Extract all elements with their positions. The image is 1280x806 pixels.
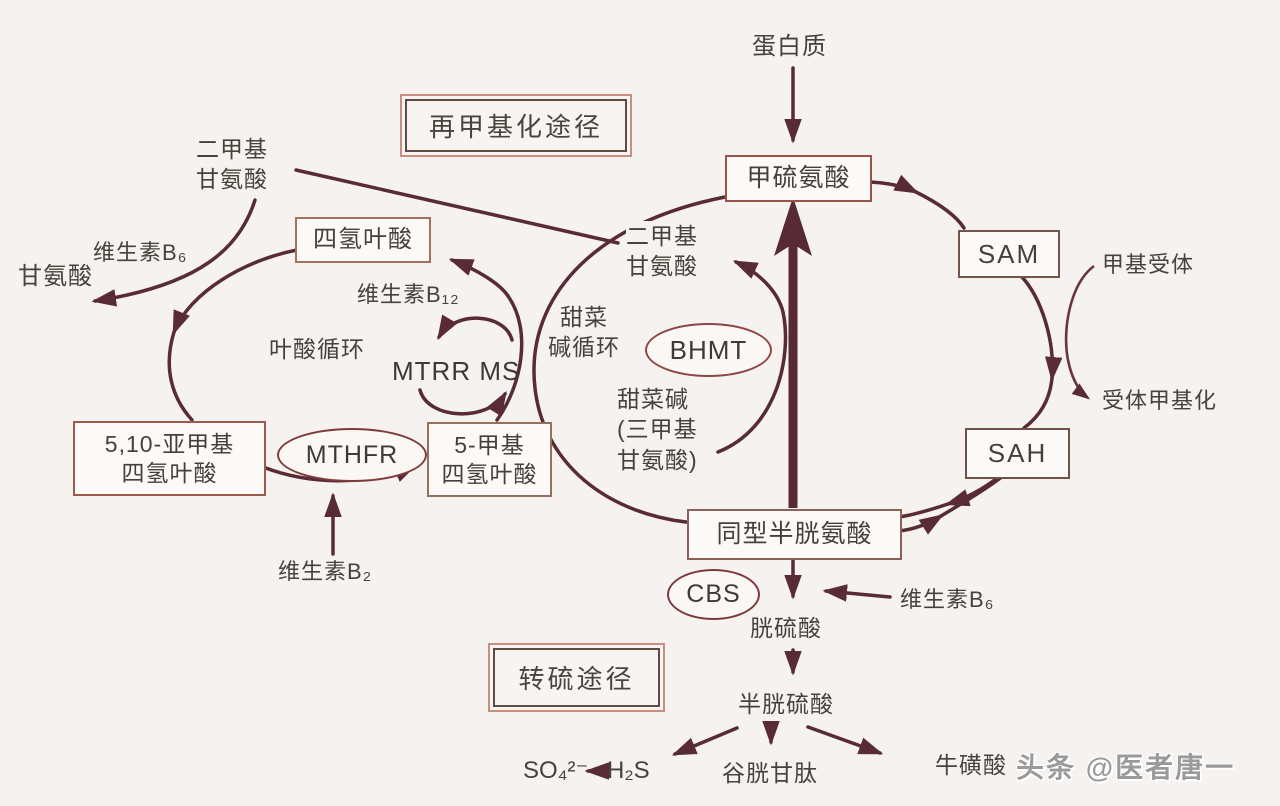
homocysteine-box: 同型半胱氨酸 [687, 509, 902, 560]
mtrr-ms-label: MTRR MS [392, 356, 521, 386]
cycle-arcs [91, 66, 1063, 780]
mthfr-enzyme-oval: MTHFR [277, 428, 427, 482]
sulfate-label: SO₄²⁻ [523, 757, 589, 784]
methylene-thf-box: 5,10-亚甲基 四氢叶酸 [73, 421, 266, 496]
protein-label: 蛋白质 [752, 33, 827, 60]
vitamin-b6-right-label: 维生素B₆ [900, 587, 995, 612]
remethylation-thick-arrow [774, 197, 812, 508]
receptor-methylation-label: 受体甲基化 [1102, 388, 1218, 413]
dimethylglycine-center-label: 二甲基 甘氨酸 [626, 221, 698, 282]
sam-box: SAM [958, 230, 1060, 278]
taurine-label: 牛磺酸 [935, 752, 1007, 778]
betaine-cycle-label: 甜菜 碱循环 [548, 304, 620, 361]
remethylation-pathway-title: 再甲基化途径 [405, 99, 627, 152]
methyl-acceptor-arrow [1064, 264, 1095, 400]
bhmt-enzyme-oval: BHMT [645, 323, 772, 377]
h2s-label: H₂S [607, 757, 650, 784]
betaine-label: 甜菜碱 (三甲基 甘氨酸) [617, 384, 698, 476]
dimethylglycine-left-label: 二甲基 甘氨酸 [196, 136, 268, 193]
remethylation-pathway-title-box: 再甲基化途径 [400, 94, 632, 157]
cystathionine-label: 胱硫酸 [750, 615, 822, 641]
methionine-box: 甲硫氨酸 [725, 155, 872, 202]
vitamin-b2-label: 维生素B₂ [278, 559, 373, 584]
transsulfuration-pathway-title: 转硫途径 [493, 648, 660, 707]
cbs-enzyme-oval: CBS [667, 569, 760, 620]
methyl-acceptor-label: 甲基受体 [1102, 252, 1195, 277]
vitamin-b6-left-label: 维生素B₆ [93, 240, 188, 265]
methyl-thf-box: 5-甲基 四氢叶酸 [427, 422, 552, 497]
thf-box: 四氢叶酸 [295, 217, 431, 263]
cysteine-sulfinate-label: 半胱硫酸 [738, 691, 834, 717]
vitamin-b12-label: 维生素B₁₂ [357, 282, 460, 307]
glycine-label: 甘氨酸 [18, 263, 93, 290]
glutathione-label: 谷胱甘肽 [722, 760, 818, 786]
sah-box: SAH [965, 428, 1070, 479]
folate-cycle-label: 叶酸循环 [269, 336, 365, 362]
transsulfuration-pathway-title-box: 转硫途径 [488, 643, 665, 712]
watermark: 头条 @医者唐一 [1016, 752, 1236, 783]
